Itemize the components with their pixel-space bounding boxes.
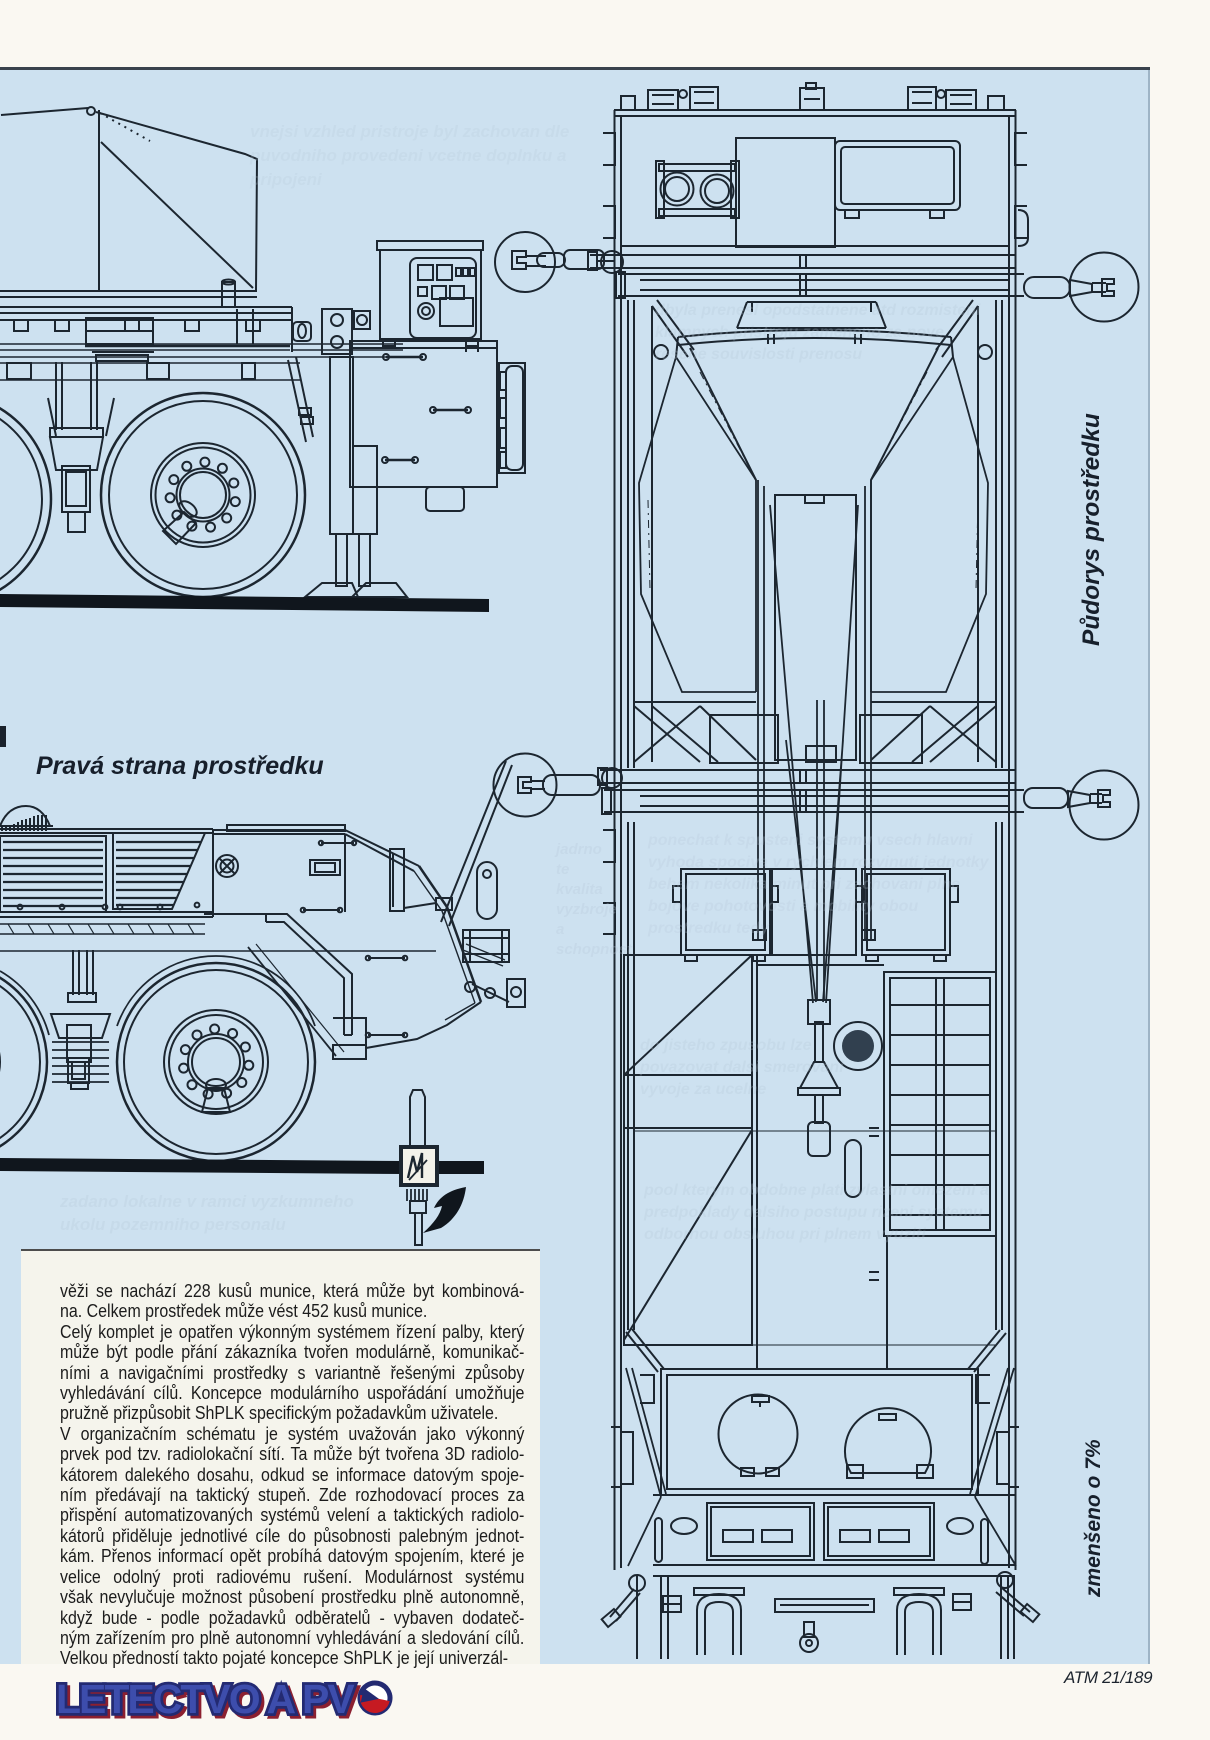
svg-text:LETECTVO A PV: LETECTVO A PV: [59, 1679, 358, 1725]
svg-text:LETECTVO A PV: LETECTVO A PV: [56, 1676, 355, 1722]
